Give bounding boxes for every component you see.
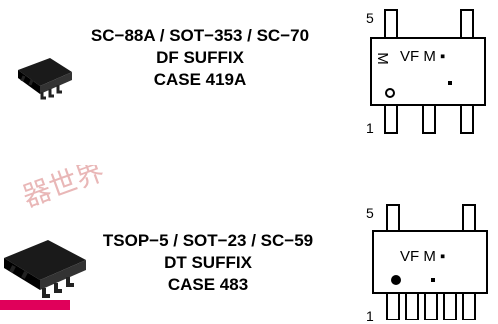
package-1-case: CASE 419A <box>153 70 247 89</box>
package-2-marking-diagram <box>372 204 488 320</box>
package-1-marking-code: VF M ▪ <box>400 48 446 65</box>
package-1-description: SC−88A / SOT−353 / SC−70 DF SUFFIX CASE … <box>70 25 330 91</box>
package-2-suffix: DT SUFFIX <box>164 253 252 272</box>
package-1-marking-diagram <box>370 9 486 134</box>
sc88a-package-icon <box>18 58 72 100</box>
package-2-title: TSOP−5 / SOT−23 / SC−59 <box>102 231 314 250</box>
pin-1-label: 1 <box>366 120 374 136</box>
pin-1-label: 1 <box>366 308 374 324</box>
pin-5-label: 5 <box>366 205 374 221</box>
tsop5-package-icon <box>0 240 86 310</box>
watermark-logo: 器世界 <box>20 165 108 214</box>
package-2-case: CASE 483 <box>167 275 249 294</box>
package-1-suffix: DF SUFFIX <box>156 48 244 67</box>
package-2-description: TSOP−5 / SOT−23 / SC−59 DT SUFFIX CASE 4… <box>78 230 338 296</box>
pin-5-label: 5 <box>366 10 374 26</box>
svg-text:器世界: 器世界 <box>20 165 108 214</box>
orientation-mark: M <box>373 52 391 65</box>
package-1-title: SC−88A / SOT−353 / SC−70 <box>90 26 310 45</box>
package-2-marking-code: VF M ▪ <box>400 248 446 265</box>
